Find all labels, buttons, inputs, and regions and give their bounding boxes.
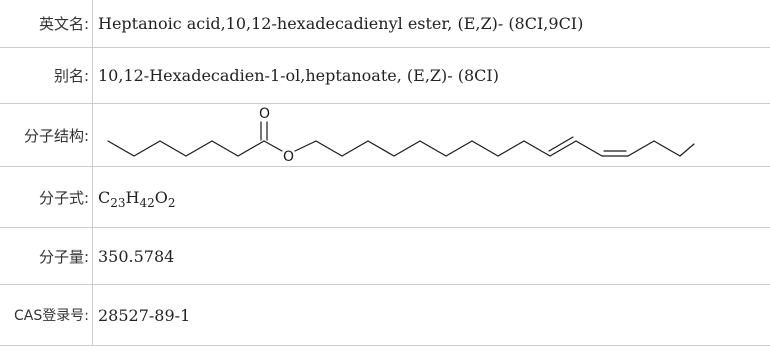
structure-cell: O O	[92, 103, 770, 167]
english-name-label: 英文名:	[0, 0, 93, 48]
alias-row: 别名: 10,12-Hexadecadien-1-ol,heptanoate, …	[0, 47, 770, 104]
molecular-weight-row: 分子量: 350.5784	[0, 227, 770, 285]
carbonyl-oxygen-label: O	[259, 106, 270, 122]
formula-value: C23H42O2	[92, 166, 770, 228]
molecular-weight-value: 350.5784	[92, 227, 770, 285]
structure-label: 分子结构:	[0, 103, 93, 167]
formula-hydrogen-count: 42	[139, 195, 155, 210]
alias-label: 别名:	[0, 47, 93, 104]
formula-carbon-count: 23	[110, 195, 126, 210]
cas-label: CAS登录号:	[0, 284, 93, 346]
molecular-weight-label: 分子量:	[0, 227, 93, 285]
molecular-structure-image: O O	[107, 106, 695, 165]
cas-value: 28527-89-1	[92, 284, 770, 346]
alias-value: 10,12-Hexadecadien-1-ol,heptanoate, (E,Z…	[92, 47, 770, 104]
ester-oxygen-label: O	[283, 149, 294, 165]
formula-row: 分子式: C23H42O2	[0, 166, 770, 228]
cas-row: CAS登录号: 28527-89-1	[0, 284, 770, 346]
formula-carbon: C	[98, 187, 111, 207]
compound-properties-table: 英文名: Heptanoic acid,10,12-hexadecadienyl…	[0, 0, 770, 346]
english-name-value: Heptanoic acid,10,12-hexadecadienyl este…	[92, 0, 770, 48]
formula-hydrogen: H	[125, 187, 140, 207]
formula-oxygen: O	[154, 187, 168, 207]
english-name-row: 英文名: Heptanoic acid,10,12-hexadecadienyl…	[0, 0, 770, 48]
formula-label: 分子式:	[0, 166, 93, 228]
structure-row: 分子结构:	[0, 103, 770, 167]
formula-oxygen-count: 2	[167, 195, 176, 210]
